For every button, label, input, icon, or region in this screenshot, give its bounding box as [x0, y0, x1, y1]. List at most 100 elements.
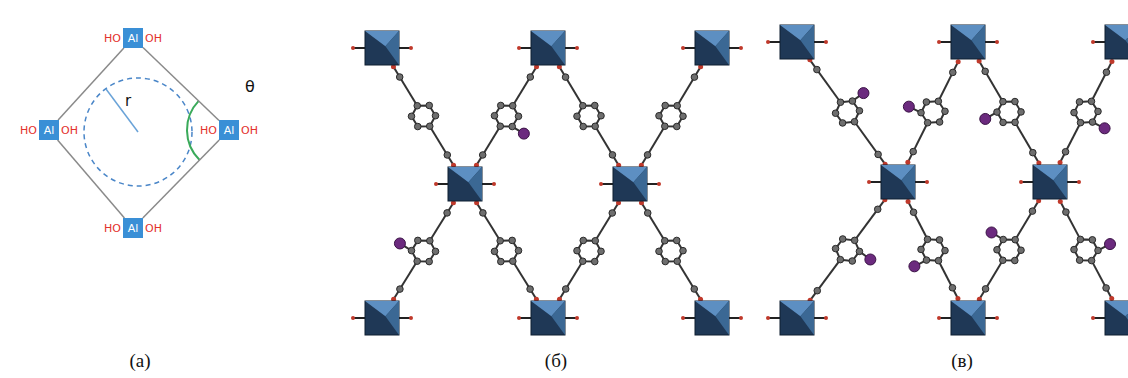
octahedron-face — [881, 165, 915, 199]
oxygen-atom — [492, 182, 496, 186]
carbon-atom — [1095, 108, 1102, 115]
carbon-atom — [656, 112, 663, 119]
carbon-atom — [923, 257, 930, 264]
oxygen-atom — [925, 180, 929, 184]
octahedron-face — [800, 25, 814, 59]
oxygen-atom — [351, 46, 355, 50]
carbon-atom — [1063, 209, 1070, 216]
bond — [595, 126, 618, 165]
carbon-atom — [680, 247, 687, 254]
carbon-atom — [598, 112, 605, 119]
carbon-atom — [491, 112, 498, 119]
bond — [677, 67, 700, 106]
linker — [639, 64, 703, 167]
atom-label: Al — [224, 124, 235, 137]
carbon-atom — [994, 109, 1001, 116]
bond — [430, 203, 454, 241]
oxygen-atom — [937, 40, 941, 44]
oxygen-atom — [409, 46, 413, 50]
al-octahedron — [867, 165, 929, 199]
carbon-atom — [427, 237, 434, 244]
bond — [810, 260, 840, 301]
mof-structure — [351, 31, 743, 335]
al-octahedron — [599, 167, 661, 201]
carbon-atom — [480, 210, 487, 217]
octahedron-face — [365, 301, 399, 335]
carbon-atom — [1029, 208, 1036, 215]
bond — [394, 261, 418, 299]
al-octahedron — [434, 167, 496, 201]
linker — [557, 64, 621, 167]
carbon-atom — [935, 257, 942, 264]
carbon-atom — [691, 286, 698, 293]
hydroxyl-label: HO — [20, 124, 37, 137]
oxygen-atom — [739, 46, 743, 50]
carbon-atom — [515, 113, 522, 120]
bond — [641, 203, 664, 241]
oxygen-atom — [824, 316, 828, 320]
oxygen-atom — [1109, 59, 1114, 64]
carbon-atom — [591, 258, 598, 265]
carbon-atom — [918, 109, 925, 116]
pore-circle — [84, 78, 192, 186]
octahedron-face — [695, 31, 729, 65]
carbon-atom — [1000, 98, 1007, 105]
linker — [474, 200, 539, 302]
iodine-atom — [909, 261, 920, 272]
carbon-atom — [856, 107, 863, 114]
oxygen-atom — [1019, 180, 1023, 184]
carbon-atom — [498, 258, 505, 265]
hydroxyl-label: OH — [145, 222, 162, 235]
oxygen-atom — [409, 316, 413, 320]
carbon-atom — [942, 247, 949, 254]
iodine-atom — [986, 227, 997, 238]
carbon-atom — [397, 286, 404, 293]
al-box: HOAlOH — [123, 28, 143, 48]
octahedron-face — [551, 301, 565, 335]
carbon-atom — [562, 286, 569, 293]
carbon-atom — [497, 237, 504, 244]
carbon-atom — [839, 120, 846, 127]
carbon-atom — [910, 209, 917, 216]
carbon-atom — [580, 123, 587, 130]
carbon-atom — [1088, 98, 1095, 105]
octahedron-face — [780, 25, 814, 59]
oxygen-atom — [766, 316, 770, 320]
bond — [1091, 62, 1111, 102]
iodine-atom — [858, 88, 869, 99]
carbon-atom — [1018, 109, 1025, 116]
carbon-atom — [662, 258, 669, 265]
framework-edge — [143, 140, 219, 218]
al-octahedron — [1091, 301, 1128, 335]
oxygen-atom — [956, 59, 961, 64]
linker — [474, 64, 539, 167]
octahedron-face — [800, 301, 814, 335]
al-octahedron — [766, 25, 828, 59]
mof-structure — [766, 25, 1128, 335]
carbon-atom — [1018, 247, 1025, 254]
bond — [677, 261, 700, 299]
bond — [855, 122, 886, 164]
carbon-atom — [832, 110, 839, 117]
carbon-atom — [415, 237, 422, 244]
octahedron-face — [1033, 165, 1067, 199]
carbon-atom — [414, 102, 421, 109]
octahedron-face — [1105, 301, 1128, 316]
hydroxyl-label: OH — [61, 124, 78, 137]
carbon-atom — [509, 123, 516, 130]
oxygen-atom — [575, 316, 579, 320]
carbon-atom — [994, 246, 1001, 253]
panel-label: (а) — [129, 350, 150, 372]
oxygen-atom — [1109, 296, 1114, 301]
bond — [855, 200, 885, 241]
hydroxyl-label: OH — [241, 124, 258, 137]
octahedron-face — [1105, 25, 1128, 59]
al-octahedron — [517, 301, 579, 335]
octahedron-face — [901, 165, 915, 199]
oxygen-atom — [351, 316, 355, 320]
linker — [903, 59, 960, 165]
iodine-atom — [1105, 239, 1116, 250]
bond — [595, 203, 618, 241]
carbon-atom — [837, 256, 844, 263]
carbon-atom — [924, 119, 931, 126]
